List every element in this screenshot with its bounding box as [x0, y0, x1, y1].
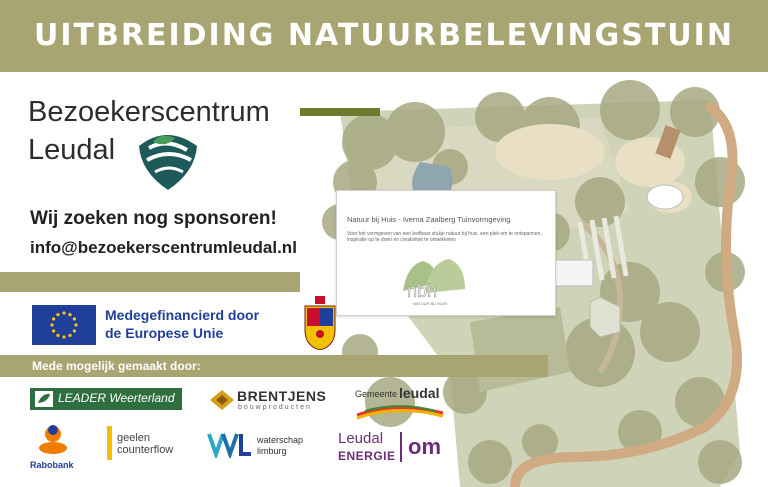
geelen-bar-icon — [107, 426, 112, 460]
sponsor-heading: Wij zoeken nog sponsoren! — [30, 208, 277, 229]
brand-name-line1: Bezoekerscentrum — [28, 96, 270, 128]
energie-divider — [400, 432, 402, 462]
divider-band — [0, 272, 300, 292]
card-logo-mark: nbh — [407, 281, 437, 301]
leader-weerterland-logo: LEADER Weerterland — [30, 388, 182, 410]
partners-label: Mede mogelijk gemaakt door: — [32, 359, 201, 373]
geelen-line2: counterflow — [117, 444, 174, 456]
eu-flag-icon — [32, 305, 96, 345]
geelen-line1: geelen — [117, 432, 151, 444]
natuur-bij-huis-logo: nbh NATUUR BIJ HUIS — [403, 259, 465, 306]
gemeente-wave-icon — [356, 405, 444, 420]
rabobank-mark-icon — [39, 425, 67, 454]
waterschap-line2: limburg — [257, 446, 287, 456]
energie-line2: ENERGIE — [338, 449, 396, 463]
eu-funding-line2: de Europese Unie — [105, 325, 224, 341]
header-banner — [0, 0, 768, 72]
energie-line1: Leudal — [338, 430, 384, 447]
contact-email[interactable]: info@bezoekerscentrumleudal.nl — [30, 238, 297, 257]
visitor-centre-logo-icon — [139, 135, 197, 190]
leader-leaf-icon — [35, 391, 53, 407]
gemeente-prefix: Gemeente — [355, 389, 398, 399]
brentjens-sub: bouwproducten — [238, 404, 312, 411]
eu-funding-line1: Medegefinancierd door — [105, 307, 260, 323]
brentjens-name: BRENTJENS — [237, 388, 327, 404]
energie-mark: om — [408, 434, 441, 459]
leader-label: LEADER Weerterland — [58, 391, 175, 405]
designer-card: Natuur bij Huis - Iverna Zaalberg Tuinvo… — [336, 190, 556, 316]
province-crest-icon — [304, 296, 336, 350]
card-title: Natuur bij Huis - Iverna Zaalberg Tuinvo… — [347, 215, 511, 224]
brand-accent-bar — [300, 108, 380, 116]
rabobank-name: Rabobank — [30, 460, 74, 470]
gemeente-name: leudal — [399, 385, 440, 401]
brand-name-line2: Leudal — [28, 134, 116, 166]
waterschap-mark-icon — [207, 433, 251, 458]
waterschap-line1: waterschap — [257, 435, 304, 445]
card-logo-sub: NATUUR BIJ HUIS — [413, 301, 447, 306]
brentjens-mark-icon — [210, 390, 234, 410]
partners-band — [0, 355, 548, 377]
card-description: Voor het vormgeven van een leefbaar stuk… — [347, 231, 542, 243]
page-title: UITBREIDING NATUURBELEVINGSTUIN — [34, 18, 734, 53]
